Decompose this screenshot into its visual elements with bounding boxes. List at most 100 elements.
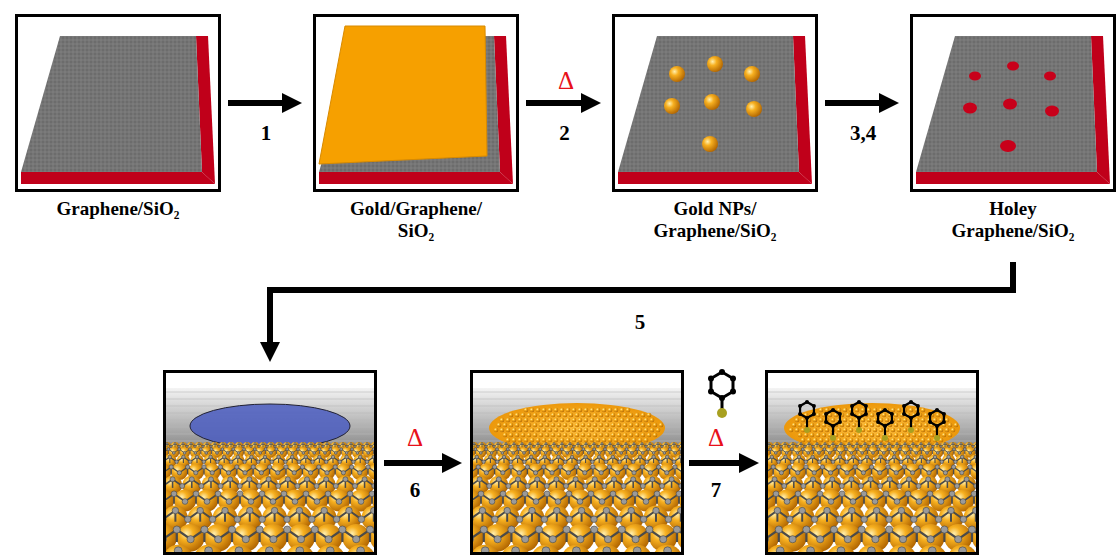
drawing-part bbox=[620, 418, 625, 423]
drawing-part bbox=[237, 452, 240, 455]
drawing-part bbox=[951, 465, 955, 469]
drawing-part bbox=[621, 499, 627, 505]
drawing-part bbox=[867, 408, 872, 413]
drawing-part bbox=[592, 477, 597, 482]
drawing-part bbox=[942, 433, 947, 438]
drawing-part bbox=[776, 443, 778, 445]
drawing-part bbox=[508, 526, 515, 533]
drawing-part bbox=[517, 448, 520, 451]
drawing-part bbox=[788, 445, 790, 447]
drawing-part bbox=[784, 455, 788, 459]
drawing-part bbox=[199, 448, 202, 451]
drawing-part bbox=[838, 412, 842, 416]
drawing-part bbox=[502, 455, 506, 459]
drawing-part bbox=[903, 438, 908, 443]
drawing-part bbox=[707, 56, 723, 72]
drawing-part bbox=[858, 526, 865, 533]
drawing-part bbox=[221, 448, 224, 451]
drawing-part bbox=[780, 445, 782, 447]
drawing-part bbox=[563, 423, 568, 428]
drawing-part bbox=[812, 445, 814, 447]
drawing-part bbox=[941, 526, 948, 533]
drawing-part bbox=[171, 491, 177, 497]
drawing-part bbox=[305, 477, 310, 482]
drawing-part bbox=[296, 507, 302, 513]
drawing-part bbox=[795, 428, 800, 433]
drawing-part bbox=[228, 477, 233, 482]
drawing-part bbox=[319, 26, 487, 164]
drawing-part bbox=[949, 491, 955, 497]
drawing-part bbox=[259, 471, 263, 475]
drawing-part bbox=[801, 418, 806, 423]
drawing-part bbox=[900, 433, 905, 438]
drawing-part bbox=[637, 445, 639, 447]
drawing-part bbox=[853, 465, 857, 469]
drawing-part bbox=[784, 499, 790, 505]
drawing-part bbox=[669, 445, 671, 447]
drawing-part bbox=[799, 507, 805, 513]
drawing-part bbox=[620, 428, 625, 433]
drawing-part bbox=[647, 433, 652, 438]
drawing-part bbox=[960, 499, 966, 505]
drawing-part bbox=[591, 526, 598, 533]
drawing-part bbox=[222, 443, 224, 445]
drawing-part bbox=[555, 499, 561, 505]
drawing-part bbox=[659, 423, 664, 428]
drawing-part bbox=[964, 477, 969, 482]
drawing-part bbox=[879, 428, 884, 433]
drawing-part bbox=[341, 471, 345, 475]
drawing-part bbox=[909, 448, 912, 451]
drawing-part bbox=[535, 477, 540, 482]
drawing-part bbox=[629, 445, 631, 447]
drawing-part bbox=[649, 443, 651, 445]
drawing-part bbox=[658, 448, 661, 451]
drawing-part bbox=[331, 455, 335, 459]
drawing-part bbox=[816, 433, 821, 438]
drawing-part bbox=[186, 445, 188, 447]
drawing-part bbox=[909, 438, 914, 443]
drawing-part bbox=[787, 465, 791, 469]
drawing-part bbox=[170, 445, 172, 447]
drawing-part bbox=[614, 428, 619, 433]
drawing-part bbox=[845, 471, 849, 475]
drawing-part bbox=[271, 507, 277, 513]
drawing-part bbox=[828, 445, 830, 447]
drawing-part bbox=[500, 428, 505, 433]
drawing-part bbox=[515, 433, 520, 438]
drawing-part bbox=[284, 465, 288, 469]
drawing-part bbox=[652, 455, 656, 459]
drawing-part bbox=[234, 516, 240, 522]
drawing-part bbox=[523, 460, 527, 464]
drawing-part bbox=[819, 428, 824, 433]
drawing-part bbox=[584, 418, 589, 423]
drawing-part bbox=[351, 448, 354, 451]
drawing-part bbox=[593, 423, 598, 428]
drawing-part bbox=[554, 477, 559, 482]
drawing-part bbox=[496, 477, 501, 482]
step-arrow bbox=[270, 262, 1013, 346]
drawing-part bbox=[886, 465, 890, 469]
drawing-part bbox=[845, 448, 848, 451]
drawing-part bbox=[673, 465, 677, 469]
drawing-part bbox=[522, 536, 529, 543]
drawing-part bbox=[509, 413, 514, 418]
drawing-part bbox=[474, 448, 477, 451]
drawing-part bbox=[897, 418, 902, 423]
drawing-part bbox=[512, 452, 515, 455]
drawing-part bbox=[362, 477, 367, 482]
drawing-part bbox=[830, 526, 837, 533]
drawing-part bbox=[893, 452, 896, 455]
drawing-part bbox=[232, 448, 235, 451]
drawing-part bbox=[529, 443, 531, 445]
drawing-part bbox=[292, 499, 298, 505]
drawing-part bbox=[593, 443, 595, 445]
drawing-part bbox=[908, 427, 914, 433]
drawing-part bbox=[322, 445, 324, 447]
drawing-part bbox=[873, 408, 878, 413]
drawing-part bbox=[641, 433, 646, 438]
drawing-part bbox=[849, 477, 854, 482]
drawing-part bbox=[490, 452, 493, 455]
drawing-part bbox=[656, 465, 660, 469]
drawing-part bbox=[557, 413, 562, 418]
drawing-part bbox=[533, 471, 537, 475]
